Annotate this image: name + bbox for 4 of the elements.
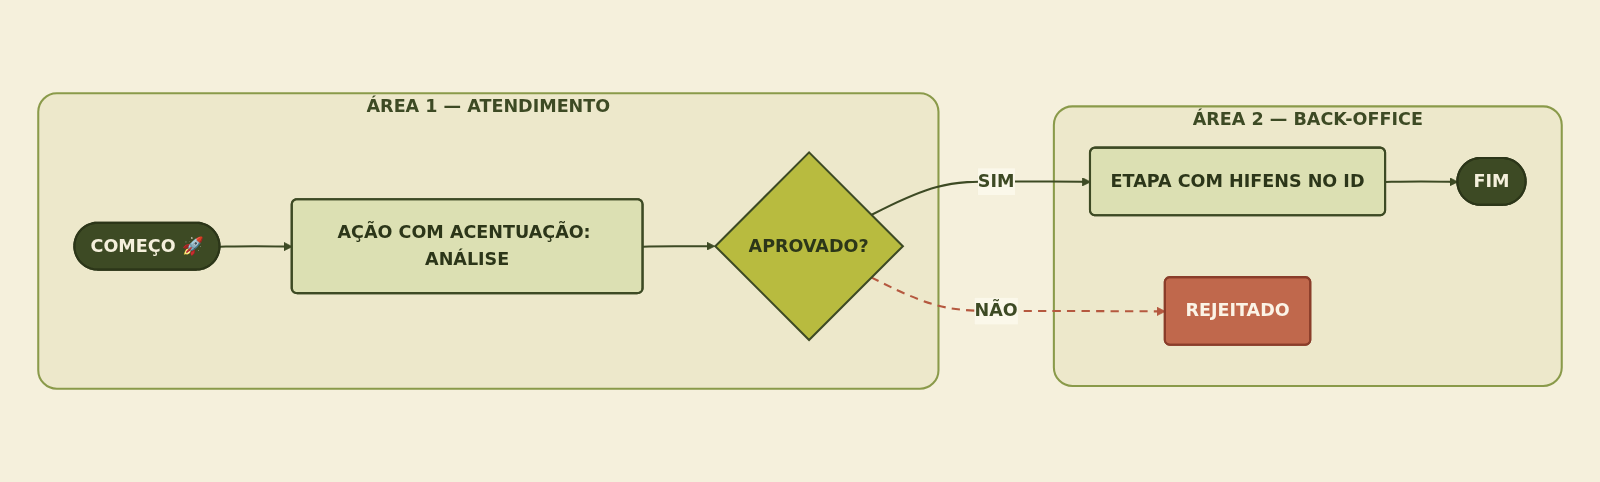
arrow (643, 241, 716, 251)
node-diamond: APROVADO? (713, 150, 905, 342)
edge-label: NÃO (974, 299, 1018, 321)
edge-label: SIM (977, 170, 1015, 191)
